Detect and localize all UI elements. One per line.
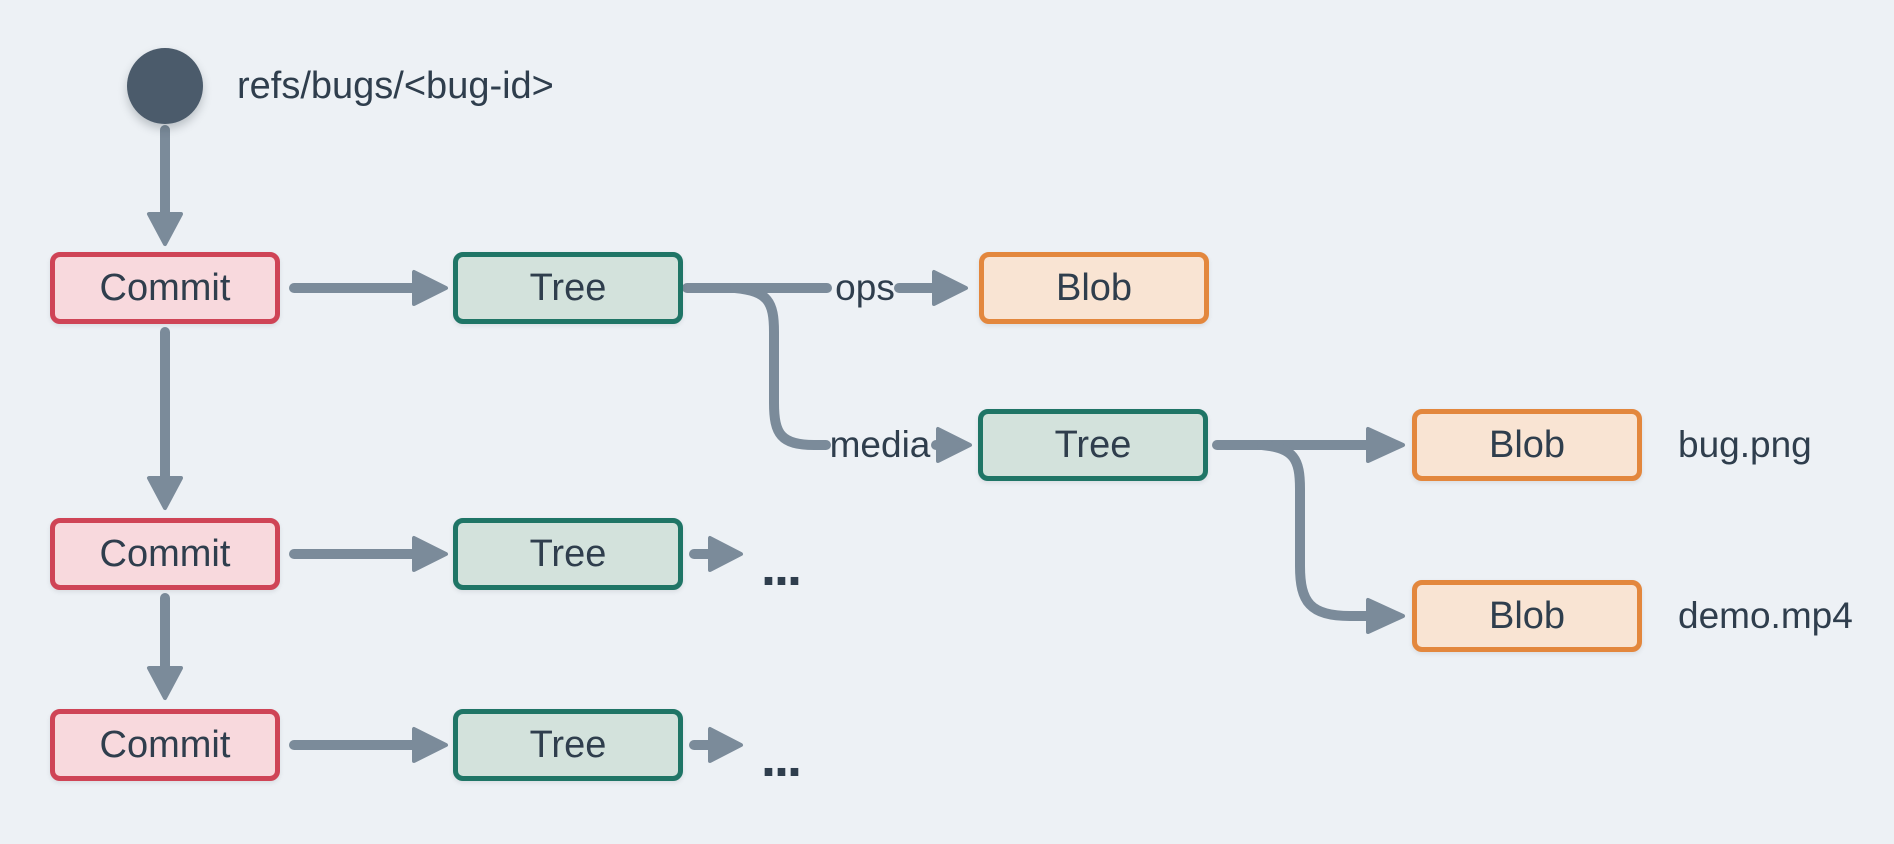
node-tree-2: Tree: [453, 518, 683, 590]
edge-fork-to-media: [730, 283, 831, 450]
arrowhead-fork-to-demoblob: [1366, 598, 1405, 634]
node-blob-bug-png: Blob: [1412, 409, 1642, 481]
node-tree-1: Tree: [453, 252, 683, 324]
node-blob-ops: Blob: [979, 252, 1209, 324]
node-tree-media: Tree: [978, 409, 1208, 481]
arrowhead-commit1-to-tree1: [412, 270, 448, 306]
edge-label-media: media: [829, 424, 931, 465]
arrowhead-ops-to-blob: [932, 270, 968, 306]
ellipsis-row-2: ...: [761, 537, 802, 597]
edge-label-ops: ops: [835, 267, 895, 308]
node-tree-3: Tree: [453, 709, 683, 781]
arrowhead-commit3-to-tree3: [412, 727, 448, 763]
node-commit-1: Commit: [50, 252, 280, 324]
arrowhead-commit2-to-commit3: [147, 666, 183, 700]
node-commit-3: Commit: [50, 709, 280, 781]
arrowhead-tree3-to-ellipsis: [708, 727, 743, 763]
arrowhead-mediatree-to-bugblob: [1366, 427, 1405, 463]
arrowhead-tree2-to-ellipsis: [708, 536, 743, 572]
arrowhead-commit1-to-commit2: [147, 476, 183, 510]
file-label-bug-png: bug.png: [1678, 424, 1812, 465]
arrowhead-media-to-tree: [936, 427, 972, 463]
ref-pointer-icon: [127, 48, 203, 124]
node-commit-2: Commit: [50, 518, 280, 590]
arrowhead-ref-to-commit1: [147, 212, 183, 246]
ellipsis-row-3: ...: [761, 728, 802, 788]
ref-label: refs/bugs/<bug-id>: [237, 64, 554, 107]
edge-fork-to-demoblob: [1257, 440, 1375, 621]
arrowhead-commit2-to-tree2: [412, 536, 448, 572]
file-label-demo-mp4: demo.mp4: [1678, 595, 1853, 636]
node-blob-demo-mp4: Blob: [1412, 580, 1642, 652]
